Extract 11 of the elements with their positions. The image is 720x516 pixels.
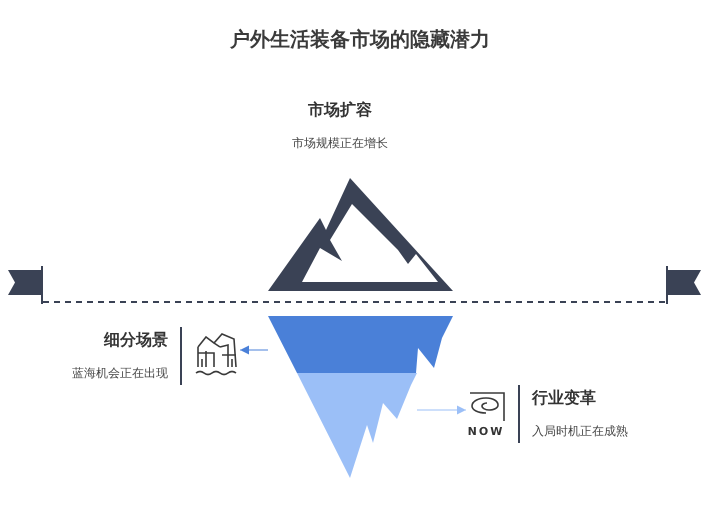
diagram-title: 户外生活装备市场的隐藏潜力 (229, 26, 491, 53)
section-heading: 市场扩容 (308, 100, 372, 121)
icon-caption: NOW (468, 424, 504, 438)
section-subtitle: 蓝海机会正在出现 (72, 365, 168, 382)
section-subtitle: 入局时机正在成熟 (532, 423, 628, 440)
water-line (43, 301, 666, 303)
section-heading: 行业变革 (532, 388, 596, 409)
section-heading: 细分场景 (104, 330, 168, 351)
section-subtitle: 市场规模正在增长 (292, 135, 388, 152)
arrow (416, 406, 466, 414)
arrow (240, 346, 268, 354)
